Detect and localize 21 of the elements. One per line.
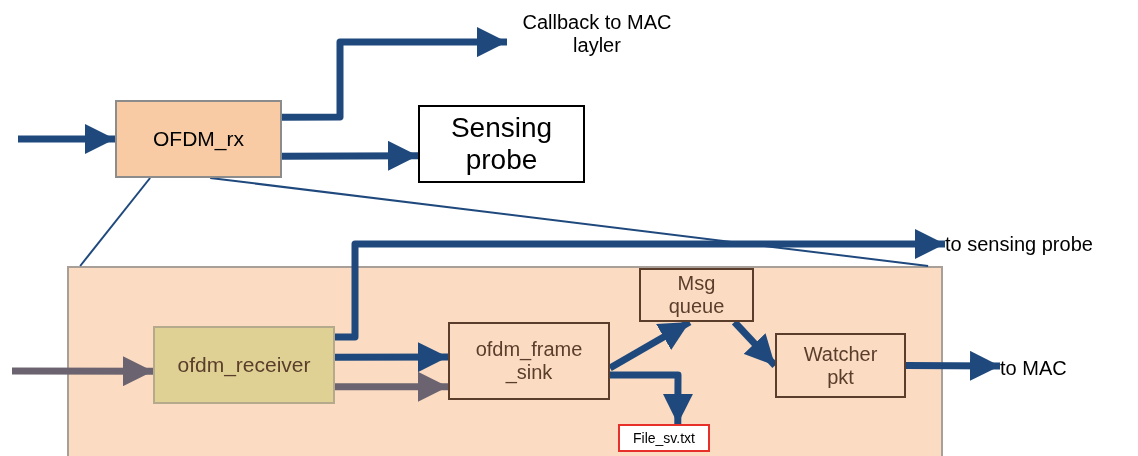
probe-box: Sensing probe — [418, 105, 585, 183]
arrow — [282, 140, 418, 171]
file-box: File_sv.txt — [618, 424, 710, 452]
output-label: to sensing probe — [945, 230, 1130, 258]
panel-background — [67, 266, 943, 456]
arrow — [731, 319, 778, 368]
arrow — [335, 229, 945, 341]
arrow — [335, 371, 448, 402]
process-box: OFDM_rx — [115, 100, 282, 178]
output-label: Callback to MAC layler — [507, 5, 687, 63]
process-box: Watcher pkt — [775, 333, 906, 398]
arrow — [610, 371, 693, 424]
arrow — [335, 342, 448, 373]
arrow — [12, 356, 153, 387]
zoom-line — [79, 177, 152, 267]
output-label: to MAC — [1000, 354, 1090, 382]
process-box: ofdm_receiver — [153, 326, 335, 404]
zoom-line — [209, 177, 930, 267]
arrow — [905, 350, 1001, 381]
process-box: ofdm_frame _sink — [448, 322, 610, 400]
queue-box: Msg queue — [639, 268, 754, 322]
